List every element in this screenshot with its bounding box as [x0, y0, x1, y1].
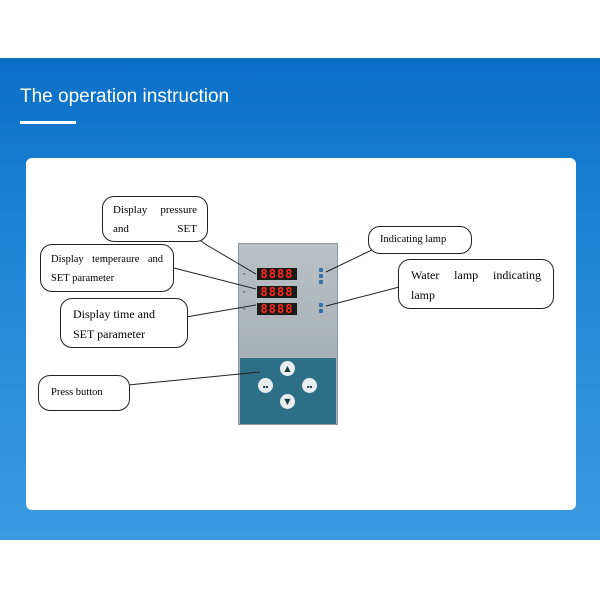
temperature-display: 8888	[257, 286, 297, 298]
press-button-callout: Press button	[38, 375, 130, 411]
triangle-up-icon: ▲	[284, 364, 291, 373]
time-leader	[185, 304, 257, 318]
right-button-mark: ▪▪	[306, 384, 313, 389]
title-underline	[20, 121, 76, 124]
right-button[interactable]: ▪▪	[302, 378, 317, 393]
water-lamp-1	[319, 303, 323, 307]
indicating-lamp-2	[319, 274, 323, 278]
temperature-leader	[173, 267, 257, 290]
indicating-lamp-callout: Indicating lamp	[368, 226, 472, 254]
page-title: The operation instruction	[20, 86, 230, 107]
indicating-lamp-3	[319, 280, 323, 284]
pressure-display: 8888	[257, 268, 297, 280]
water-lamp-callout: Water lamp indicating lamp	[398, 259, 554, 309]
water-lamp-2	[319, 309, 323, 313]
pressure-display-label-mark: ▪▪	[243, 271, 246, 276]
water-lamp-leader	[325, 285, 404, 307]
temperature-callout: Display temperaure and SET parameter	[40, 244, 174, 292]
indicating-lamp-leader	[325, 247, 377, 273]
down-button[interactable]: ▼	[280, 394, 295, 409]
left-button-mark: ▪▪	[262, 384, 269, 389]
press-button-leader	[127, 371, 261, 386]
time-display-label-mark: ▪▪	[243, 306, 246, 311]
pressure-leader	[199, 239, 257, 275]
indicating-lamp-1	[319, 268, 323, 272]
time-callout: Display time and SET parameter	[60, 298, 188, 348]
up-button[interactable]: ▲	[280, 361, 295, 376]
panel-display-area	[239, 244, 337, 356]
time-display: 8888	[257, 303, 297, 315]
temperature-display-label-mark: ▪▪	[243, 289, 246, 294]
pressure-callout: Display pressure and SET parameter	[102, 196, 208, 254]
left-button[interactable]: ▪▪	[258, 378, 273, 393]
triangle-down-icon: ▼	[284, 397, 291, 406]
controller-panel: ▪▪ 8888 ▪▪ 8888 ▪▪ 8888 ▲ ▪▪ ▪▪ ▼	[238, 243, 338, 425]
